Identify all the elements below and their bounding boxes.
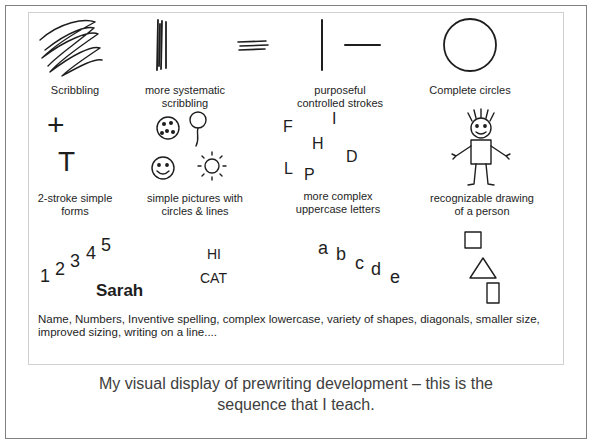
uppercase-letter: F [283, 118, 293, 136]
number: 1 [40, 266, 50, 287]
circle-drawing [444, 19, 496, 71]
stage-label: purposeful controlled strokes [290, 84, 390, 109]
uppercase-letter: H [312, 135, 324, 153]
uppercase-letter: I [332, 110, 336, 128]
stage-label: 2-stroke simple forms [33, 192, 117, 217]
scribble [40, 21, 102, 76]
lowercase-letter: a [318, 238, 328, 259]
number: 3 [70, 251, 80, 272]
word-writing: CAT [200, 270, 227, 286]
stage-label: Complete circles [428, 84, 512, 97]
person-drawing [452, 109, 510, 185]
stroke-form: + [47, 108, 65, 143]
uppercase-letter: D [346, 148, 358, 166]
lowercase-letter: b [336, 244, 346, 265]
stage-label: recognizable drawing of a person [430, 192, 534, 217]
stage-label: Scribbling [30, 84, 120, 97]
word-writing: HI [207, 246, 221, 262]
lowercase-letter: d [371, 259, 381, 280]
image-frame [29, 13, 564, 365]
uppercase-letter: L [284, 160, 293, 178]
slide-border [6, 6, 587, 439]
stroke-form: T [58, 146, 75, 178]
shapes [465, 232, 499, 303]
skills-note: Name, Numbers, Inventive spelling, compl… [38, 313, 558, 339]
horizontal-line [345, 44, 380, 46]
number: 5 [101, 235, 111, 256]
simple-pictures [152, 112, 226, 180]
uppercase-letter: P [304, 166, 315, 184]
stage-label: more systematic scribbling [130, 84, 240, 109]
lowercase-letter: e [390, 267, 400, 288]
stage-label: more complex uppercase letters [290, 190, 386, 215]
number: 4 [86, 243, 96, 264]
horizontal-strokes [238, 41, 268, 50]
stage-label: simple pictures with circles & lines [135, 192, 255, 217]
lowercase-letter: c [355, 253, 364, 274]
number: 2 [55, 259, 65, 280]
vertical-strokes [157, 20, 166, 70]
caption: My visual display of prewriting developm… [66, 374, 526, 416]
vertical-line [321, 20, 323, 70]
name-writing: Sarah [96, 281, 143, 301]
